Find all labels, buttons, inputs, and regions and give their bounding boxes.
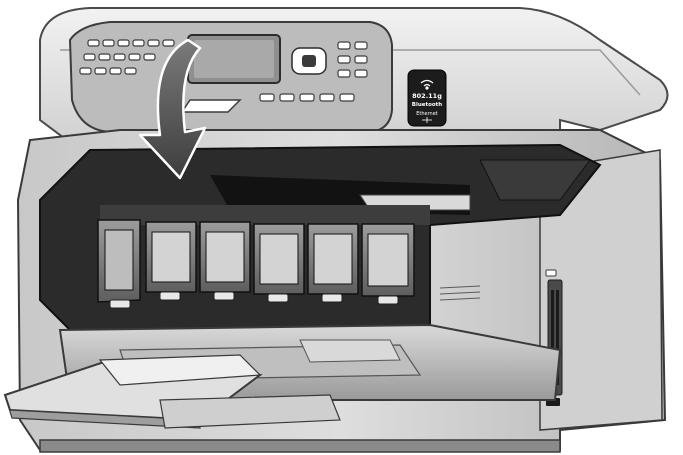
control-panel-buttons-right (259, 41, 368, 102)
badge-bluetooth-label: Bluetooth (412, 102, 443, 108)
down-arrow-icon (138, 38, 207, 180)
cartridge-latches (109, 291, 399, 309)
printer-base (39, 439, 561, 453)
ethernet-icon (422, 117, 432, 123)
ink-cartridges (97, 219, 415, 309)
ink-cartridge-6 (361, 223, 415, 297)
wireless-icon (420, 79, 434, 90)
connectivity-badge: 802.11g Bluetooth Ethernet (407, 69, 447, 127)
ink-cartridge-3 (199, 221, 251, 293)
control-panel-buttons-left (79, 39, 175, 75)
navigation-pad (291, 47, 327, 75)
ink-cartridge-2 (145, 221, 197, 293)
badge-ethernet-label: Ethernet (416, 111, 438, 117)
ink-cartridge-1 (97, 219, 141, 303)
badge-wifi-label: 802.11g (412, 92, 442, 100)
ink-cartridge-4 (253, 223, 305, 295)
ink-cartridge-5 (307, 223, 359, 295)
vent-grille (439, 285, 481, 301)
control-panel (68, 21, 393, 133)
output-tray-extension (3, 354, 341, 429)
